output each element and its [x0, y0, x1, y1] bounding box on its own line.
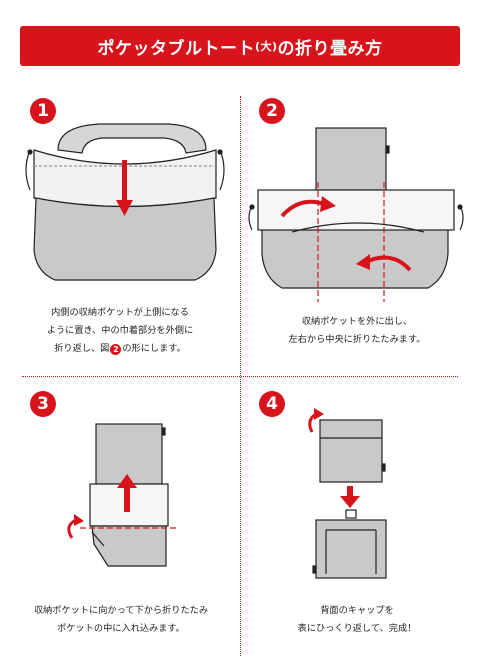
step-4-down-arrow — [340, 486, 360, 508]
step-2-arrowheads — [320, 196, 370, 270]
step-2-caption: 収納ポケットを外に出し、 左右から中央に折りたたみます。 — [252, 313, 462, 349]
step-2-badge: 2 — [259, 98, 285, 124]
step-3-line-1: 収納ポケットに向かって下から折りたたみ — [33, 605, 209, 616]
step-1-bag-illustration — [25, 123, 225, 281]
horizontal-divider — [22, 376, 458, 377]
step-4-line-1: 背面のキャップを — [320, 605, 394, 616]
step-2-ref-badge: 2 — [110, 344, 122, 355]
step-1-badge: 1 — [30, 98, 56, 124]
step-1-line-2: ように置き、中の巾着部分を外側に — [46, 325, 194, 336]
step-4-caption: 背面のキャップを 表にひっくり返して、完成！ — [252, 602, 462, 638]
step-3-badge: 3 — [30, 391, 56, 417]
step-3-caption: 収納ポケットに向かって下から折りたたみ ポケットの中に入れ込みます。 — [16, 602, 226, 638]
title-banner: ポケッタブルトート(大)の折り畳み方 — [20, 26, 460, 66]
step-4-illustration — [312, 419, 387, 579]
title-size: (大) — [254, 40, 278, 53]
step-4-badge: 4 — [259, 391, 285, 417]
step-2-line-1: 収納ポケットを外に出し、 — [301, 316, 413, 327]
title-suffix: の折り畳み方 — [277, 38, 383, 59]
step-3-line-2: ポケットの中に入れ込みます。 — [57, 623, 185, 634]
step-1-arrow — [116, 160, 133, 216]
step-2-illustration — [248, 127, 464, 289]
step-1-line-1: 内側の収納ポケットが上側になる — [51, 307, 189, 318]
title-main: ポケッタブルトート — [97, 38, 255, 59]
step-2-line-2: 左右から中央に折りたたみます。 — [288, 334, 426, 345]
step-4-line-2: 表にひっくり返して、完成！ — [297, 623, 417, 634]
step-2-arrows — [280, 199, 412, 272]
step-3-up-arrow — [117, 474, 137, 512]
